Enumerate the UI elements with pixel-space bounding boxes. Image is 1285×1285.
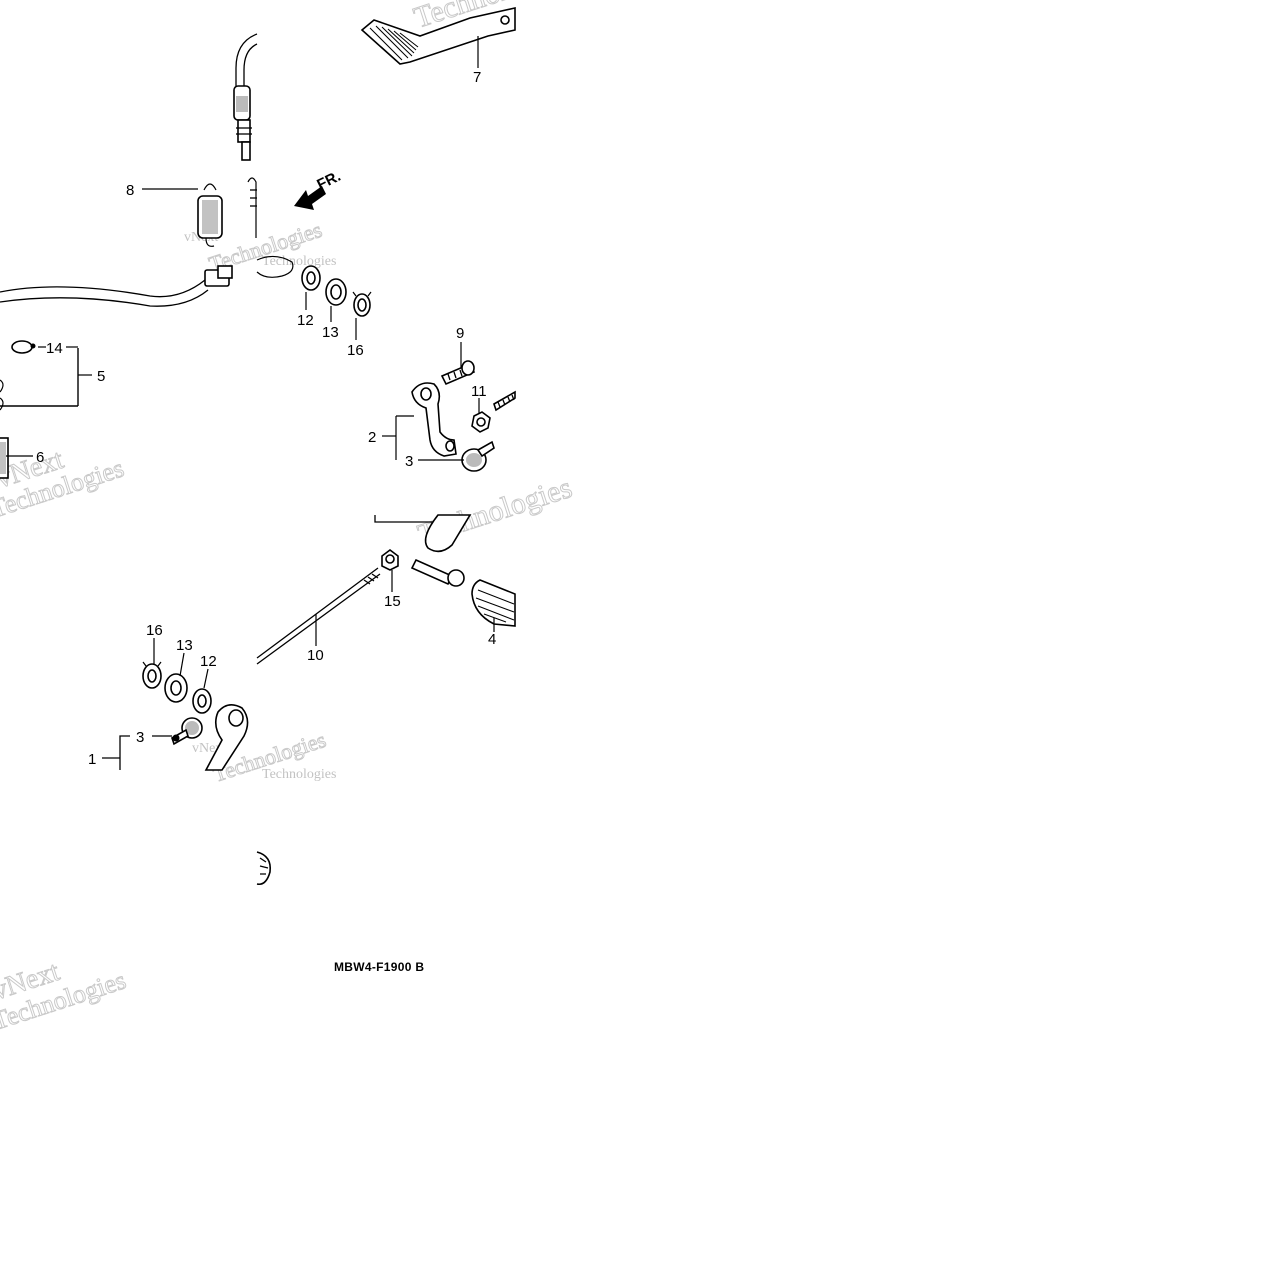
callout-3-upper: 3 [405,453,413,470]
diagram-code: MBW4-F1900 B [334,960,424,974]
shift-arm-lower-assembly [119,661,272,886]
callout-12-lower: 12 [200,653,217,670]
pin-clip-part [0,340,36,479]
callout-6: 6 [36,449,44,466]
callout-12-upper: 12 [297,312,314,329]
callout-15: 15 [384,593,401,610]
watermark-word: Technologies [262,767,336,782]
tile-seams [0,348,79,407]
callout-13-lower: 13 [176,637,193,654]
switch-wire-part [0,265,233,307]
callout-8: 8 [126,182,134,199]
callout-1: 1 [88,751,96,768]
leader-lines [6,36,495,759]
callout-2: 2 [368,429,376,446]
brake-pedal-part [360,7,516,65]
callout-7: 7 [473,69,481,86]
callout-16-upper: 16 [347,342,364,359]
callout-5: 5 [97,368,105,385]
watermark-layer: Technologies Technologies Technologies T… [0,0,576,1036]
callout-9: 9 [456,325,464,342]
spring-part [197,177,257,247]
callout-10: 10 [307,647,324,664]
callout-11: 11 [471,383,487,400]
front-direction-arrow: FR. [294,168,343,210]
brake-cable-part [233,33,258,161]
callout-4: 4 [488,631,496,648]
callout-14: 14 [46,340,63,357]
washer-set-top [256,255,372,317]
callout-3-lower: 3 [136,729,144,746]
shift-arm-assembly [411,360,516,472]
callout-labels: 7 8 14 5 6 12 13 16 9 11 2 3 15 4 10 16 … [36,69,496,768]
callout-16-lower: 16 [146,622,163,639]
shift-rod-assembly [256,514,516,665]
callout-13-upper: 13 [322,324,339,341]
